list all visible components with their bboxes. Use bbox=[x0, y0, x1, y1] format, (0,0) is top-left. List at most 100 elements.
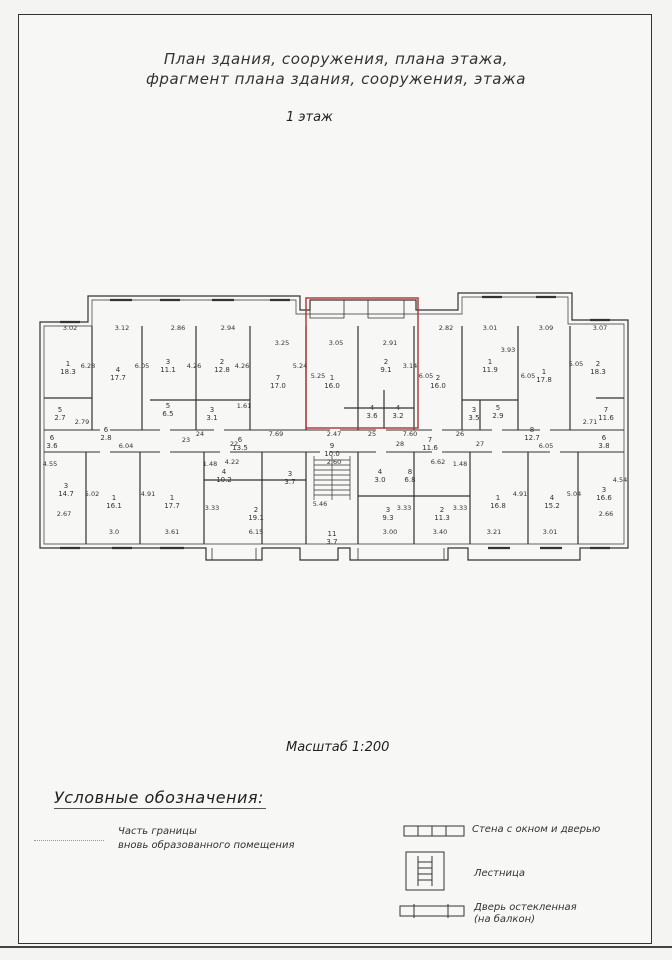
room-area: 11.1 bbox=[160, 366, 176, 374]
room-area: 17.0 bbox=[270, 382, 286, 390]
dimension-label: 5.25 bbox=[311, 372, 325, 380]
dimension-label: 3.33 bbox=[205, 504, 219, 512]
dimension-label: 6.04 bbox=[119, 442, 133, 450]
room-area: 13.5 bbox=[232, 444, 248, 452]
dimension-label: 6.05 bbox=[419, 372, 433, 380]
legend-wall-icon bbox=[403, 825, 465, 837]
legend-balcony-door-line1: Дверь остекленная bbox=[474, 902, 577, 913]
room-area: 9.3 bbox=[382, 514, 393, 522]
room-area: 14.7 bbox=[58, 490, 74, 498]
room-area: 11.6 bbox=[422, 444, 438, 452]
plan-title-line-1: План здания, сооружения, плана этажа, bbox=[163, 50, 509, 68]
room-number: 3 bbox=[386, 506, 390, 514]
room-area: 3.6 bbox=[366, 412, 378, 420]
dimension-label: 23 bbox=[182, 436, 190, 444]
room-number: 4 bbox=[222, 468, 227, 476]
room-number: 3 bbox=[602, 486, 606, 494]
room-area: 6.8 bbox=[404, 476, 415, 484]
room-number: 3 bbox=[210, 406, 214, 414]
room-area: 3.7 bbox=[284, 478, 295, 486]
room-number: 7 bbox=[428, 436, 432, 444]
room-number: 3 bbox=[472, 406, 476, 414]
dimension-label: 3.93 bbox=[501, 346, 515, 354]
room-area: 19.1 bbox=[248, 514, 264, 522]
room-area: 11.9 bbox=[482, 366, 498, 374]
room-area: 2.7 bbox=[54, 414, 65, 422]
legend-stair-label: Лестница bbox=[474, 868, 525, 879]
room-area: 3.0 bbox=[374, 476, 385, 484]
room-number: 4 bbox=[550, 494, 555, 502]
room-area: 16.0 bbox=[324, 382, 340, 390]
dimension-label: 3.00 bbox=[383, 528, 397, 536]
dimension-label: 3.61 bbox=[165, 528, 179, 536]
outer-wall-inner bbox=[43, 296, 625, 545]
dimension-label: 6.05 bbox=[521, 372, 535, 380]
legend-stair-icon bbox=[405, 851, 445, 891]
room-number: 1 bbox=[496, 494, 500, 502]
room-area: 17.7 bbox=[164, 502, 180, 510]
dimension-label: 3.33 bbox=[453, 504, 467, 512]
dimension-label: 25 bbox=[368, 430, 376, 438]
legend-title: Условные обозначения: bbox=[54, 788, 264, 807]
room-number: 8 bbox=[408, 468, 412, 476]
room-area: 3.5 bbox=[468, 414, 479, 422]
dimension-label: 3.14 bbox=[403, 362, 417, 370]
room-number: 7 bbox=[604, 406, 608, 414]
room-area: 16.6 bbox=[596, 494, 612, 502]
border-part-sample bbox=[34, 840, 104, 841]
room-area: 10.2 bbox=[216, 476, 232, 484]
dimension-label: 3.25 bbox=[275, 339, 289, 347]
room-area: 3.7 bbox=[326, 538, 337, 546]
room-number: 2 bbox=[436, 374, 440, 382]
dimension-label: 4.26 bbox=[187, 362, 201, 370]
room-area: 18.3 bbox=[590, 368, 606, 376]
dimension-label: 7.69 bbox=[269, 430, 283, 438]
room-number: 3 bbox=[166, 358, 170, 366]
room-number: 5 bbox=[496, 404, 500, 412]
room-number: 5 bbox=[58, 406, 62, 414]
room-number: 1 bbox=[488, 358, 492, 366]
outer-wall bbox=[39, 292, 629, 561]
dimension-label: 5.24 bbox=[293, 362, 307, 370]
room-area: 15.2 bbox=[544, 502, 560, 510]
room-area: 11.6 bbox=[598, 414, 614, 422]
room-number: 4 bbox=[370, 404, 375, 412]
dimension-label: 2.71 bbox=[583, 418, 597, 426]
room-area: 3.6 bbox=[46, 442, 58, 450]
room-area: 18.3 bbox=[60, 368, 76, 376]
floor-label: 1 этаж bbox=[286, 110, 333, 125]
room-number: 2 bbox=[254, 506, 258, 514]
room-number: 4 bbox=[378, 468, 383, 476]
dimension-label: 3.01 bbox=[543, 528, 557, 536]
dimension-label: 3.21 bbox=[487, 528, 501, 536]
room-area: 16.1 bbox=[106, 502, 122, 510]
partitions-lower bbox=[85, 452, 579, 544]
balcony-lower bbox=[211, 548, 445, 560]
dimension-label: 26 bbox=[456, 430, 464, 438]
room-number: 6 bbox=[602, 434, 607, 442]
dimension-label: 3.05 bbox=[329, 339, 343, 347]
room-area: 10.0 bbox=[324, 450, 340, 458]
room-number: 1 bbox=[170, 494, 174, 502]
legend-balcony-door-icon bbox=[399, 904, 465, 918]
legend-border-part-line1: Часть границы bbox=[118, 826, 197, 837]
room-number: 3 bbox=[64, 482, 68, 490]
dimension-label: 3.01 bbox=[483, 324, 497, 332]
room-number: 9 bbox=[330, 442, 334, 450]
dimension-label: 2.82 bbox=[439, 324, 453, 332]
dimension-label: 4.22 bbox=[225, 458, 239, 466]
dimension-label: 5.04 bbox=[567, 490, 581, 498]
room-number: 6 bbox=[238, 436, 243, 444]
room-number: 2 bbox=[440, 506, 444, 514]
dimension-label: 3.09 bbox=[539, 324, 553, 332]
scale-label: Масштаб 1:200 bbox=[286, 740, 390, 755]
room-area: 12.7 bbox=[524, 434, 540, 442]
dimension-label: 3.33 bbox=[397, 504, 411, 512]
dimension-label: 4.54 bbox=[613, 476, 627, 484]
room-area: 11.3 bbox=[434, 514, 450, 522]
room-area: 17.7 bbox=[110, 374, 126, 382]
room-number: 7 bbox=[276, 374, 280, 382]
dimension-label: 5.46 bbox=[313, 500, 327, 508]
dimension-label: 1.48 bbox=[453, 460, 467, 468]
room-area: 16.8 bbox=[490, 502, 506, 510]
